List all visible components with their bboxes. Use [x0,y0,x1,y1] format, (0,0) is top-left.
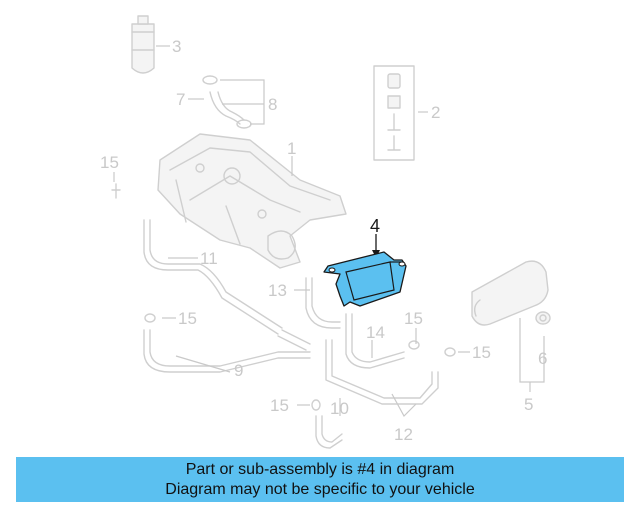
parts-diagram: 3 7 8 2 1 15 4 11 13 15 15 14 15 6 9 5 1… [100,15,551,449]
part-10-12-hoses [315,339,439,449]
part-4-body [323,251,407,307]
callout-10: 10 [330,399,349,418]
caption-line-2: Diagram may not be specific to your vehi… [165,481,475,498]
caption-line-1: Part or sub-assembly is #4 in diagram [185,461,455,478]
callout-11: 11 [200,249,218,268]
caption-banner: Part or sub-assembly is #4 in diagram Di… [16,457,624,502]
part-7-8-hose [202,75,252,129]
callout-8: 8 [268,95,277,114]
part-9-hose [143,329,311,373]
part-13-hose [305,277,341,329]
callout-15-e: 15 [270,396,289,415]
callout-6: 6 [538,349,547,368]
callout-12: 12 [394,425,413,444]
part-15-fasteners [111,183,456,411]
part-2-kit [373,65,415,161]
callout-15-d: 15 [472,343,491,362]
part-5-receiver [471,260,551,326]
callout-3: 3 [172,37,181,56]
part-3-canister [131,15,155,74]
callout-14: 14 [366,323,385,342]
callout-9: 9 [234,361,243,380]
callout-4: 4 [370,216,380,236]
leader-lines [113,45,545,417]
callout-1: 1 [287,139,296,158]
part-14-hose [345,313,405,369]
callout-5: 5 [524,395,533,414]
part-1-frame [157,133,347,269]
callout-15-c: 15 [404,309,423,328]
part-11-hose [143,219,283,335]
callout-labels: 3 7 8 2 1 15 4 11 13 15 15 14 15 6 9 5 1… [100,37,547,444]
callout-13: 13 [268,281,287,300]
part-4-highlighted [323,234,407,307]
callout-15-b: 15 [178,309,197,328]
callout-15-a: 15 [100,153,119,172]
callout-7: 7 [176,90,185,109]
callout-2: 2 [431,103,440,122]
